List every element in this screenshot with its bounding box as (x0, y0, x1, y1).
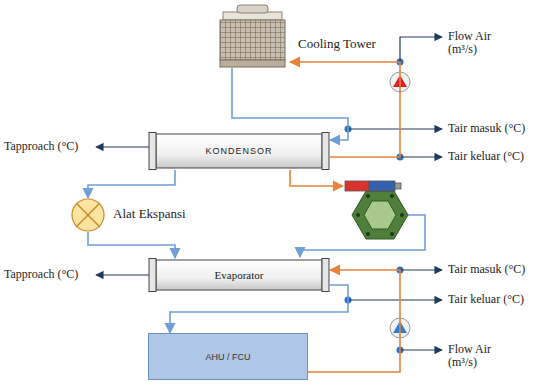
node-text: AHU / FCU (206, 352, 251, 362)
rect-shape (149, 133, 156, 170)
rect-shape (322, 133, 329, 170)
condenser: KONDENSOR (148, 132, 330, 170)
evaporator: Evaporator (148, 258, 330, 292)
compressor-symbol (345, 181, 408, 239)
pipe-connector (88, 170, 175, 198)
measurement-label: Tair masuk (°C) (448, 122, 528, 135)
measurement-label: Tair masuk (°C) (448, 263, 528, 276)
node-label: Cooling Tower (298, 36, 376, 52)
path-shape (76, 203, 100, 227)
leader-line (96, 37, 442, 350)
circle-shape (72, 199, 104, 231)
expansion-valve: Alat Ekspansi (71, 198, 105, 232)
pipe-connector (88, 232, 175, 258)
cooling-tower: Cooling Tower (215, 2, 290, 68)
rect-shape (156, 134, 322, 168)
sensor-dot (159, 59, 404, 354)
measurement-label: Flow Air (m³/s) (448, 343, 518, 369)
measurement-label: Tapproach (°C) (4, 140, 78, 153)
node-label: Alat Ekspansi (113, 206, 186, 222)
pipe-connector (170, 285, 348, 333)
rect-shape (149, 334, 308, 380)
pipe-connector (232, 68, 348, 140)
ahu-fcu-box: AHU / FCU (148, 333, 308, 380)
rect-shape (322, 259, 329, 292)
measurement-label: Tair keluar (°C) (448, 293, 528, 306)
measurement-label: Flow Air (m³/s) (448, 30, 518, 56)
rect-shape (220, 20, 285, 60)
rect-shape (220, 60, 285, 67)
rect-shape (149, 259, 156, 292)
measurement-label: Tair keluar (°C) (448, 150, 528, 163)
rect-shape (156, 260, 322, 290)
node-text: KONDENSOR (205, 146, 272, 156)
rect-shape (237, 5, 268, 13)
valve-outline (71, 198, 105, 232)
refrigerant-line (290, 170, 343, 186)
measurement-label: Tapproach (°C) (4, 268, 78, 281)
tower-outline (215, 2, 290, 68)
node-text: Evaporator (215, 269, 264, 281)
